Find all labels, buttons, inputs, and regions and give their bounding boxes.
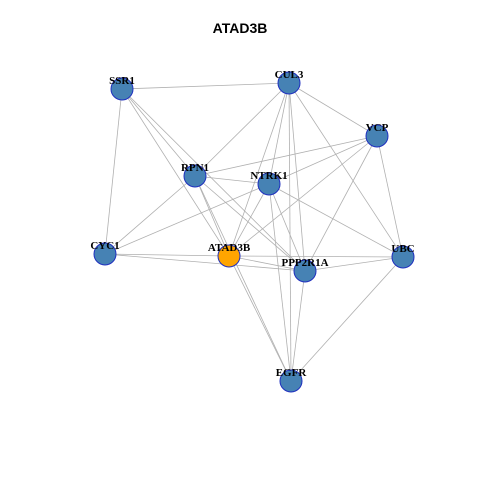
node-label-ntrk1: NTRK1 <box>250 170 287 182</box>
edge-rpn1-ppp2r1a <box>194 175 306 272</box>
edge-atad3b-egfr <box>228 255 292 382</box>
edge-ubc-egfr <box>290 256 404 382</box>
nodes-layer <box>93 71 415 393</box>
node-label-ssr1: SSR1 <box>109 75 135 87</box>
node-vcp <box>365 124 389 148</box>
edge-ssr1-atad3b <box>121 88 230 257</box>
edge-vcp-ntrk1 <box>268 135 378 185</box>
edge-cyc1-ppp2r1a <box>104 253 306 272</box>
edge-atad3b-ubc <box>228 255 404 258</box>
edge-ntrk1-atad3b <box>228 183 270 257</box>
node-atad3b <box>217 244 241 268</box>
edges-layer <box>104 82 404 382</box>
node-ssr1 <box>110 77 134 101</box>
node-label-rpn1: RPN1 <box>181 162 209 174</box>
edge-cul3-ntrk1 <box>268 82 290 185</box>
edge-rpn1-ntrk1 <box>194 175 270 185</box>
edge-vcp-ppp2r1a <box>304 135 378 272</box>
node-label-ubc: UBC <box>391 243 414 255</box>
edge-ssr1-cyc1 <box>104 88 123 255</box>
node-label-egfr: EGFR <box>276 367 308 379</box>
edge-ntrk1-egfr <box>268 183 292 382</box>
edge-atad3b-ppp2r1a <box>228 255 306 272</box>
edge-ssr1-ppp2r1a <box>121 88 306 272</box>
edge-ntrk1-ubc <box>268 183 404 258</box>
node-ubc <box>391 245 415 269</box>
node-label-cyc1: CYC1 <box>90 240 119 252</box>
edge-rpn1-cyc1 <box>104 175 196 255</box>
node-ntrk1 <box>257 172 281 196</box>
edge-ssr1-cul3 <box>121 82 290 90</box>
node-cyc1 <box>93 242 117 266</box>
node-label-ppp2r1a: PPP2R1A <box>281 257 328 269</box>
node-label-cul3: CUL3 <box>275 69 304 81</box>
edge-rpn1-egfr <box>194 175 292 382</box>
edge-vcp-atad3b <box>228 135 378 257</box>
edge-rpn1-atad3b <box>194 175 230 257</box>
node-label-vcp: VCP <box>366 122 389 134</box>
edge-ssr1-rpn1 <box>121 88 196 177</box>
edge-vcp-ubc <box>376 135 404 258</box>
edge-cul3-egfr <box>288 82 292 382</box>
edge-cul3-rpn1 <box>194 82 290 177</box>
node-label-atad3b: ATAD3B <box>208 242 251 254</box>
node-cul3 <box>277 71 301 95</box>
edge-cul3-ppp2r1a <box>288 82 306 272</box>
edge-cul3-ubc <box>288 82 404 258</box>
edge-cyc1-atad3b <box>104 253 230 257</box>
node-egfr <box>279 369 303 393</box>
edge-ppp2r1a-egfr <box>290 270 306 382</box>
node-rpn1 <box>183 164 207 188</box>
node-ppp2r1a <box>293 259 317 283</box>
graph-title: ATAD3B <box>212 20 268 36</box>
edge-ntrk1-cyc1 <box>104 183 270 255</box>
edge-cul3-vcp <box>288 82 378 137</box>
edge-vcp-rpn1 <box>194 135 378 177</box>
edge-ppp2r1a-ubc <box>304 256 404 272</box>
edge-cul3-atad3b <box>228 82 290 257</box>
